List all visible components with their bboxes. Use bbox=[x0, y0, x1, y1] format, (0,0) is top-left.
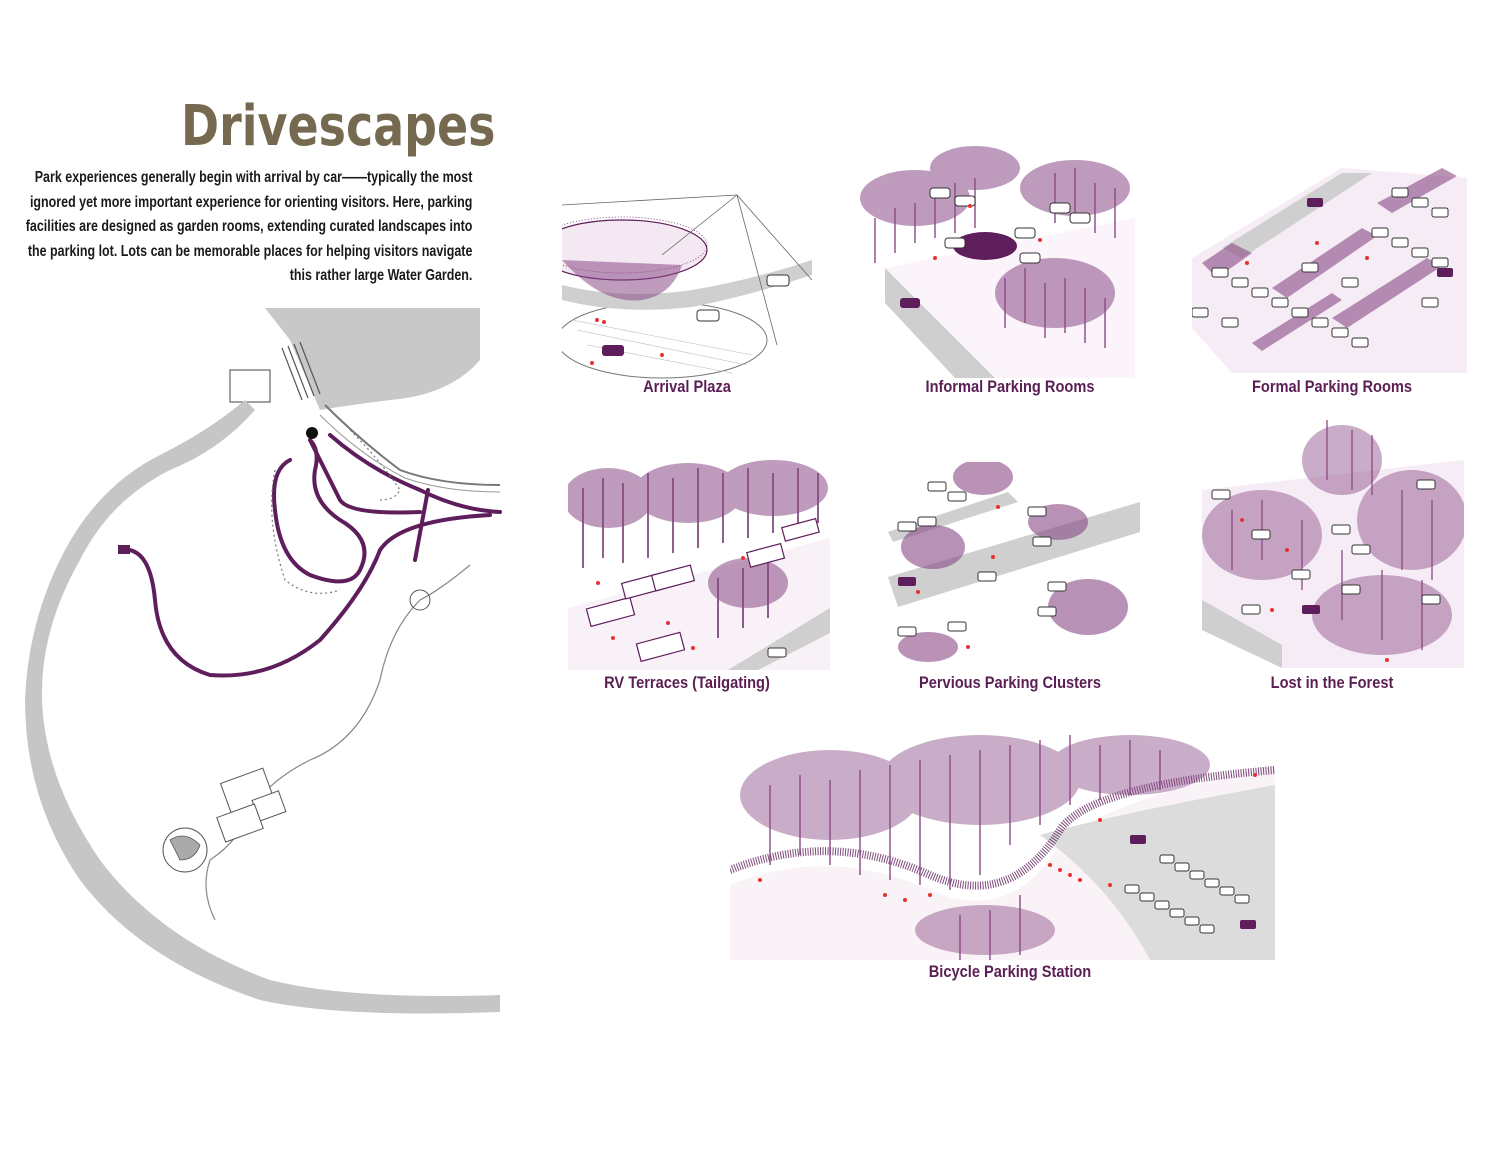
caption-informal-parking-rooms: Informal Parking Rooms bbox=[925, 377, 1095, 396]
panel-pervious-parking-clusters bbox=[888, 462, 1140, 667]
panel-formal-parking-rooms bbox=[1192, 168, 1467, 373]
caption-lost-in-the-forest: Lost in the Forest bbox=[1270, 673, 1394, 692]
panel-bicycle-parking-station bbox=[730, 725, 1275, 960]
page-title: Drivescapes bbox=[180, 94, 495, 159]
caption-arrival-plaza: Arrival Plaza bbox=[643, 377, 731, 396]
panel-rv-terraces bbox=[568, 458, 830, 670]
caption-bicycle-parking-station: Bicycle Parking Station bbox=[928, 962, 1092, 981]
caption-formal-parking-rooms: Formal Parking Rooms bbox=[1251, 377, 1413, 396]
intro-paragraph: Park experiences generally begin with ar… bbox=[25, 169, 473, 284]
panel-arrival-plaza bbox=[562, 185, 812, 380]
panel-lost-in-the-forest bbox=[1202, 420, 1464, 668]
site-plan-map bbox=[20, 300, 505, 1020]
caption-rv-terraces: RV Terraces (Tailgating) bbox=[604, 673, 770, 692]
caption-pervious-parking-clusters: Pervious Parking Clusters bbox=[918, 673, 1101, 692]
panel-informal-parking-rooms bbox=[855, 128, 1135, 378]
